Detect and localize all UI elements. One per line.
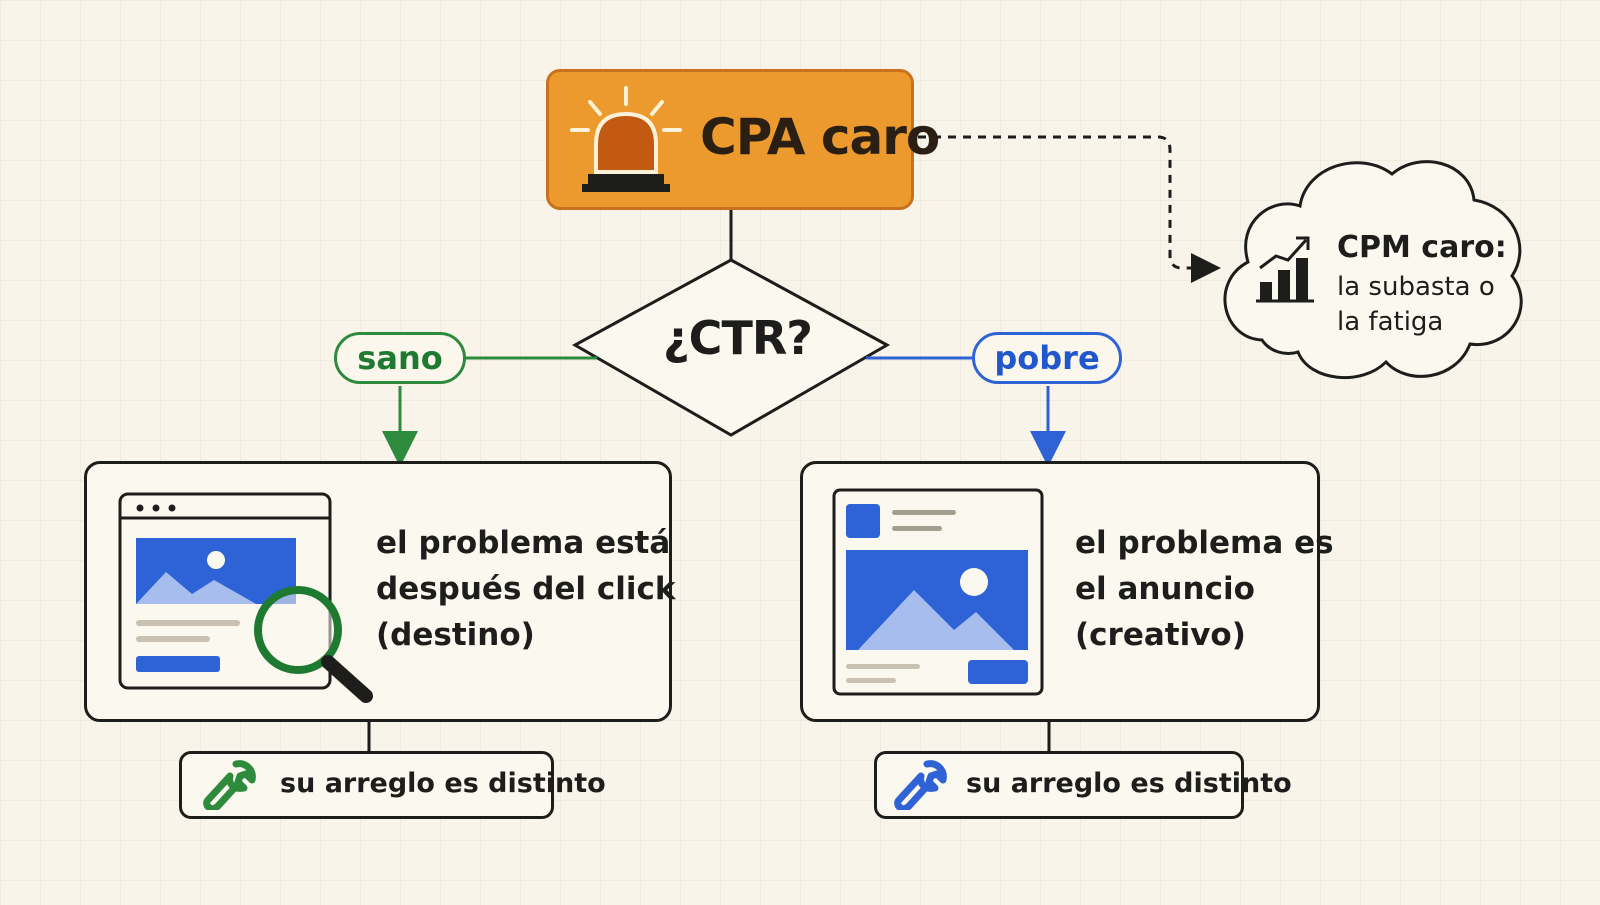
cloud-line-1: la subasta o	[1337, 272, 1495, 302]
card-destination-line-2: después del click	[376, 571, 676, 607]
alarm-light-icon	[570, 86, 682, 192]
card-creative-line-1: el problema es	[1075, 525, 1334, 561]
alert-title: CPA caro	[700, 108, 940, 166]
cloud-shape	[1223, 160, 1523, 380]
card-destination-line-3: (destino)	[376, 617, 535, 653]
rising-bar-chart-icon	[1256, 236, 1314, 303]
card-destination-text: el problema está después del click (dest…	[376, 520, 675, 658]
card-destination-line-1: el problema está	[376, 525, 671, 561]
ad-creative-icon	[832, 488, 1044, 696]
card-creative-text: el problema es el anuncio (creativo)	[1075, 520, 1334, 658]
browser-landing-page-magnifier-icon	[118, 492, 373, 703]
card-creative-line-2: el anuncio	[1075, 571, 1255, 607]
dashed-connector-to-cloud	[918, 135, 1221, 283]
card-creative-line-3: (creativo)	[1075, 617, 1246, 653]
branch-poor-label: pobre	[972, 332, 1122, 384]
branch-healthy-label: sano	[334, 332, 466, 384]
decision-diamond	[571, 258, 891, 437]
wrench-icon	[203, 760, 256, 810]
cloud-title: CPM caro:	[1337, 230, 1507, 265]
cloud-line-2: la fatiga	[1337, 307, 1444, 337]
decision-label: ¿CTR?	[663, 311, 813, 365]
fix-destination-label: su arreglo es distinto	[280, 768, 606, 799]
wrench-icon	[894, 760, 947, 810]
fix-creative-label: su arreglo es distinto	[966, 768, 1292, 799]
